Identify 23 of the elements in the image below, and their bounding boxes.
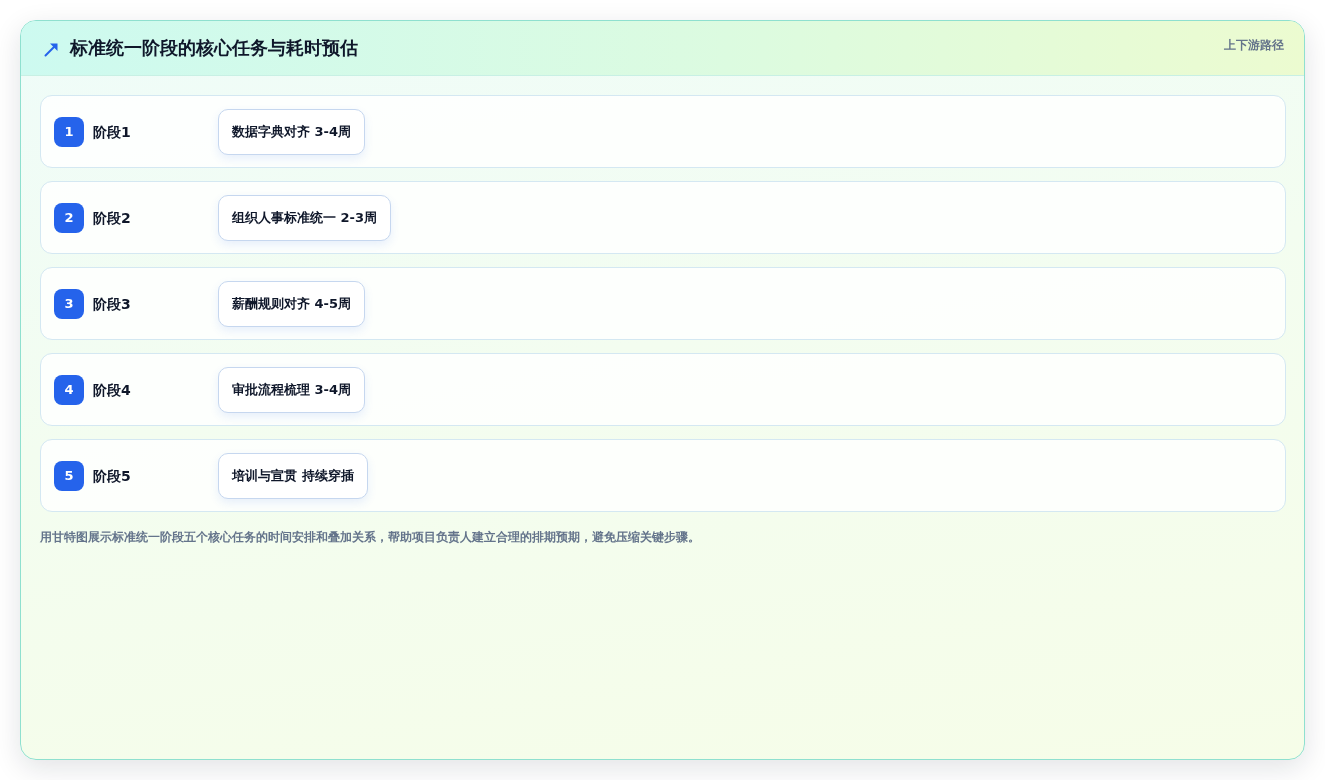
stage-label: 阶段1 — [93, 123, 131, 142]
stage-row — [40, 353, 1286, 426]
stage-row — [40, 439, 1286, 512]
task-card: 数据字典对齐 3-4周 — [218, 109, 365, 155]
task-card: 培训与宣贯 持续穿插 — [218, 453, 368, 499]
task-card: 薪酬规则对齐 4-5周 — [218, 281, 365, 327]
stage-label: 阶段3 — [93, 295, 131, 314]
path-label: 上下游路径 — [1224, 37, 1284, 53]
number-badge: 2 — [54, 203, 84, 233]
number-badge: 4 — [54, 375, 84, 405]
stage-row — [40, 267, 1286, 340]
stage-label: 阶段4 — [93, 381, 131, 400]
stage-row — [40, 95, 1286, 168]
number-badge: 5 — [54, 461, 84, 491]
number-badge: 1 — [54, 117, 84, 147]
stage-row — [40, 181, 1286, 254]
caption-text: 用甘特图展示标准统一阶段五个核心任务的时间安排和叠加关系，帮助项目负责人建立合理的排期预期，避免压缩关键步骤。 — [40, 529, 700, 546]
task-card: 审批流程梳理 3-4周 — [218, 367, 365, 413]
title-text: 标准统一阶段的核心任务与耗时预估 — [70, 36, 358, 60]
stage-label: 阶段2 — [93, 209, 131, 228]
stage-label: 阶段5 — [93, 467, 131, 486]
number-badge: 3 — [54, 289, 84, 319]
task-card: 组织人事标准统一 2-3周 — [218, 195, 391, 241]
